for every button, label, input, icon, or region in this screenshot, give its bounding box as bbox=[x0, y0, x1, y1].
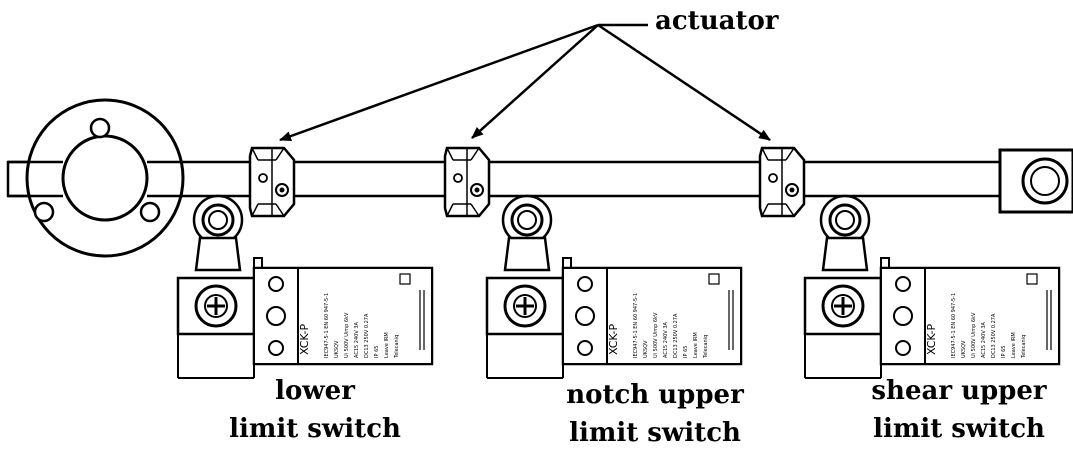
nameplate-text-line: Telecaniq bbox=[703, 335, 709, 359]
switch-label-line1: shear upper bbox=[871, 376, 1047, 406]
nameplate-text-line: Ui 500V Uimp 6kV bbox=[971, 312, 977, 358]
nameplate-text-line: Ui 500V Uimp 6kV bbox=[344, 312, 350, 358]
nameplate-text-line: Ui 500V Uimp 6kV bbox=[653, 312, 659, 358]
nameplate-text-line: IP 65 bbox=[1001, 346, 1007, 358]
switch-label-lower: lower limit switch bbox=[205, 372, 425, 448]
nameplate-text-line: UKSQV bbox=[334, 340, 340, 358]
nameplate-text-line: Leave IRM bbox=[693, 332, 699, 358]
nameplate-text-line: Telecaniq bbox=[394, 335, 400, 359]
nameplate-text-line: UKSQV bbox=[961, 340, 967, 358]
actuator-3 bbox=[758, 146, 806, 218]
nameplate-text-line: AC15 240V 3A bbox=[663, 321, 669, 358]
switch-label-line2: limit switch bbox=[873, 414, 1045, 444]
nameplate-text-line: Leave IRM bbox=[384, 332, 390, 358]
nameplate-text-line: Telecaniq bbox=[1021, 335, 1027, 359]
nameplate-text-line: DC13 250V 0.27A bbox=[991, 313, 997, 358]
switch-label-notch-upper: notch upper limit switch bbox=[535, 376, 775, 452]
switch-label-line1: notch upper bbox=[566, 380, 744, 410]
switch-label-line2: limit switch bbox=[569, 418, 741, 448]
nameplate-text-line: IEC947-5-1 EN 60 947-5-1 bbox=[324, 293, 330, 358]
flange bbox=[8, 98, 185, 258]
nameplate-text-line: AC15 240V 3A bbox=[354, 321, 360, 358]
nameplate-text-line: DC13 250V 0.27A bbox=[364, 313, 370, 358]
nameplate-text-line: UKSQV bbox=[643, 340, 649, 358]
nameplate-text-line: IP 65 bbox=[374, 346, 380, 358]
nameplate-text-line: AC15 240V 3A bbox=[981, 321, 987, 358]
end-bearing bbox=[998, 148, 1073, 214]
callout-leaders bbox=[279, 23, 771, 142]
nameplate-model: XCK-P bbox=[298, 324, 311, 355]
actuator-2 bbox=[443, 146, 491, 218]
nameplate-text-line: DC13 250V 0.27A bbox=[673, 313, 679, 358]
nameplate-text-line: Leave IRM bbox=[1011, 332, 1017, 358]
nameplate-text-line: IEC947-5-1 EN 60 947-5-1 bbox=[633, 293, 639, 358]
switch-label-line2: limit switch bbox=[229, 414, 401, 444]
nameplate-text-line: IP 65 bbox=[683, 346, 689, 358]
switch-label-shear-upper: shear upper limit switch bbox=[845, 372, 1073, 448]
nameplate-text-line: IEC947-5-1 EN 60 947-5-1 bbox=[951, 293, 957, 358]
actuator-label: actuator bbox=[655, 6, 779, 36]
switch-label-line1: lower bbox=[275, 376, 355, 406]
nameplate-model: XCK-P bbox=[607, 324, 620, 355]
nameplate-model: XCK-P bbox=[925, 324, 938, 355]
actuator-1 bbox=[248, 146, 296, 218]
